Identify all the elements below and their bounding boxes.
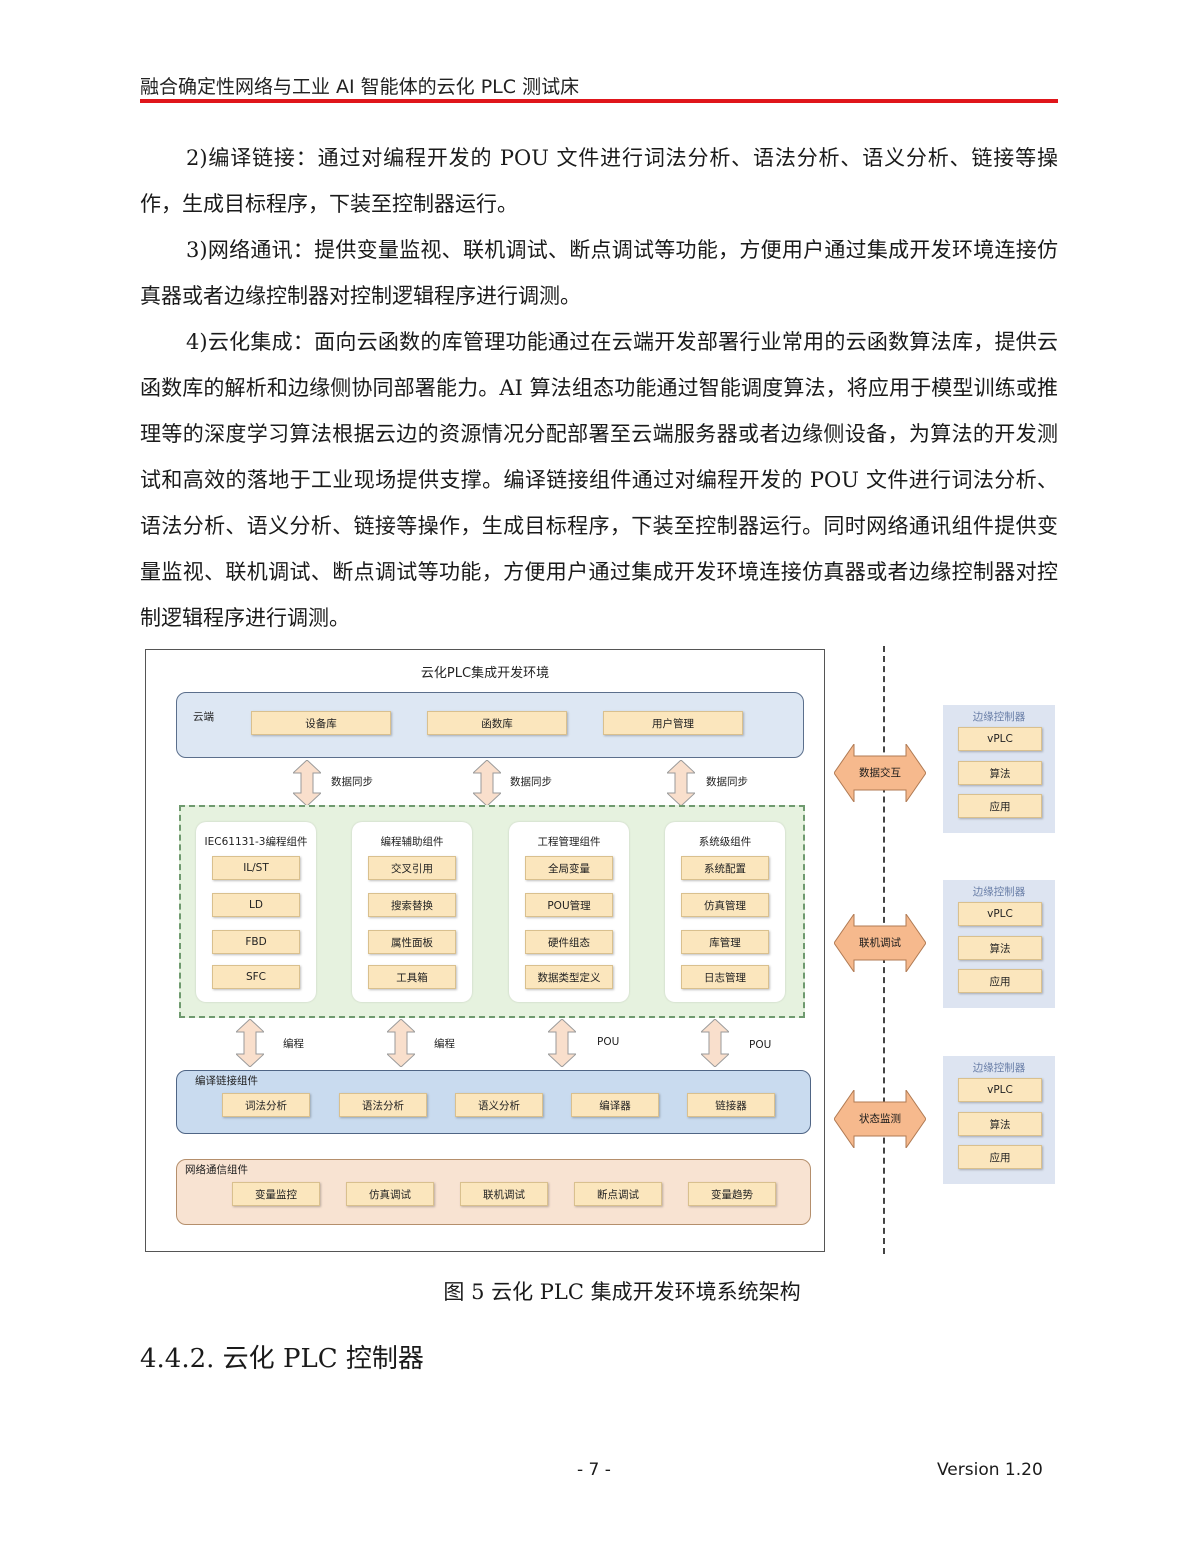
network-comm-section: 网络通信组件 变量监控 仿真调试 联机调试 断点调试 变量趋势 <box>176 1159 811 1225</box>
edge-item: 应用 <box>958 1145 1042 1169</box>
edge-item: 算法 <box>958 1112 1042 1136</box>
group-card-system: 系统级组件 系统配置 仿真管理 库管理 日志管理 <box>665 822 785 1002</box>
network-item: 仿真调试 <box>346 1182 434 1206</box>
group-item: SFC <box>212 965 300 989</box>
sync-label-3: 数据同步 <box>706 776 748 788</box>
group-title-project: 工程管理组件 <box>537 836 601 848</box>
page-number: - 7 - <box>577 1460 611 1480</box>
link-label-4: POU <box>749 1039 772 1051</box>
version-label: Version 1.20 <box>937 1460 1043 1480</box>
group-item: IL/ST <box>212 856 300 880</box>
group-item: 属性面板 <box>368 930 456 954</box>
sync-arrow-3 <box>667 760 695 806</box>
group-item: 仿真管理 <box>681 893 769 917</box>
side-arrow-label: 联机调试 <box>859 937 901 949</box>
group-title-system: 系统级组件 <box>698 836 752 848</box>
side-arrow-status-monitor <box>834 1090 926 1148</box>
paragraph-compile-link: 2)编译链接：通过对编程开发的 POU 文件进行词法分析、语法分析、语义分析、链… <box>140 146 1058 216</box>
header-rule <box>140 99 1058 103</box>
diagram-title: 云化PLC集成开发环境 <box>420 666 550 681</box>
link-label-3: POU <box>597 1036 620 1048</box>
network-item: 变量趋势 <box>688 1182 776 1206</box>
compile-item: 语法分析 <box>339 1093 427 1117</box>
side-arrow-label: 状态监测 <box>859 1113 901 1125</box>
section-heading: 4.4.2. 云化 PLC 控制器 <box>140 1344 424 1374</box>
page-header-title: 融合确定性网络与工业 AI 智能体的云化 PLC 测试床 <box>140 76 580 98</box>
group-item: 日志管理 <box>681 965 769 989</box>
cloud-section: 云端 设备库 函数库 用户管理 <box>176 692 804 758</box>
network-item: 断点调试 <box>574 1182 662 1206</box>
edge-item: 算法 <box>958 936 1042 960</box>
group-item: 交叉引用 <box>368 856 456 880</box>
edge-title: 边缘控制器 <box>972 1062 1026 1074</box>
link-arrow-3 <box>548 1019 576 1067</box>
link-arrow-4 <box>701 1019 729 1067</box>
group-card-project: 工程管理组件 全局变量 POU管理 硬件组态 数据类型定义 <box>509 822 629 1002</box>
link-label-2: 编程 <box>434 1038 455 1050</box>
sync-arrow-1 <box>293 760 321 806</box>
group-item: 搜索替换 <box>368 893 456 917</box>
compile-item: 语义分析 <box>455 1093 543 1117</box>
cloud-item-device-lib: 设备库 <box>251 711 391 735</box>
group-item: POU管理 <box>525 893 613 917</box>
cloud-item-function-lib: 函数库 <box>427 711 567 735</box>
side-arrow-data-exchange <box>834 744 926 802</box>
edge-item: 应用 <box>958 969 1042 993</box>
cloud-item-user-mgmt: 用户管理 <box>603 711 743 735</box>
group-item: 硬件组态 <box>525 930 613 954</box>
group-item: 数据类型定义 <box>525 965 613 989</box>
group-item: 系统配置 <box>681 856 769 880</box>
paragraph-cloud-integration: 4)云化集成：面向云函数的库管理功能通过在云端开发部署行业常用的云函数算法库，提… <box>140 330 1058 630</box>
edge-item: vPLC <box>958 1078 1042 1102</box>
sync-arrow-2 <box>473 760 501 806</box>
edge-title: 边缘控制器 <box>972 711 1026 723</box>
sync-label-1: 数据同步 <box>331 776 373 788</box>
group-title-iec: IEC61131-3编程组件 <box>204 836 308 848</box>
link-arrow-1 <box>236 1019 264 1067</box>
edge-title: 边缘控制器 <box>972 886 1026 898</box>
side-arrow-label: 数据交互 <box>859 767 901 779</box>
group-card-assist: 编程辅助组件 交叉引用 搜索替换 属性面板 工具箱 <box>352 822 472 1002</box>
link-label-1: 编程 <box>283 1038 304 1050</box>
group-item: LD <box>212 893 300 917</box>
edge-item: 应用 <box>958 794 1042 818</box>
cloud-label: 云端 <box>193 711 214 723</box>
group-item: 工具箱 <box>368 965 456 989</box>
compile-link-section: 编译链接组件 词法分析 语法分析 语义分析 编译器 链接器 <box>176 1070 811 1134</box>
paragraph-network-comm: 3)网络通讯：提供变量监视、联机调试、断点调试等功能，方便用户通过集成开发环境连… <box>140 238 1058 308</box>
edge-item: vPLC <box>958 902 1042 926</box>
edge-controller-panel-3: 边缘控制器 vPLC 算法 应用 <box>943 1056 1055 1184</box>
compile-item: 编译器 <box>571 1093 659 1117</box>
group-item: FBD <box>212 930 300 954</box>
sync-label-2: 数据同步 <box>510 776 552 788</box>
compile-item: 链接器 <box>687 1093 775 1117</box>
group-title-assist: 编程辅助组件 <box>380 836 444 848</box>
group-item: 库管理 <box>681 930 769 954</box>
compile-item: 词法分析 <box>222 1093 310 1117</box>
network-item: 变量监控 <box>232 1182 320 1206</box>
edge-controller-panel-2: 边缘控制器 vPLC 算法 应用 <box>943 880 1055 1008</box>
compile-label: 编译链接组件 <box>195 1075 258 1087</box>
edge-item: 算法 <box>958 761 1042 785</box>
link-arrow-2 <box>387 1019 415 1067</box>
figure-caption: 图 5 云化 PLC 集成开发环境系统架构 <box>443 1280 801 1304</box>
architecture-diagram: 云化PLC集成开发环境 云端 设备库 函数库 用户管理 数据同步 数据同步 数据… <box>145 649 825 1252</box>
side-arrow-online-debug <box>834 914 926 972</box>
edge-item: vPLC <box>958 727 1042 751</box>
network-label: 网络通信组件 <box>185 1164 248 1176</box>
network-item: 联机调试 <box>460 1182 548 1206</box>
group-item: 全局变量 <box>525 856 613 880</box>
edge-controller-panel-1: 边缘控制器 vPLC 算法 应用 <box>943 705 1055 833</box>
group-card-iec: IEC61131-3编程组件 IL/ST LD FBD SFC <box>196 822 316 1002</box>
